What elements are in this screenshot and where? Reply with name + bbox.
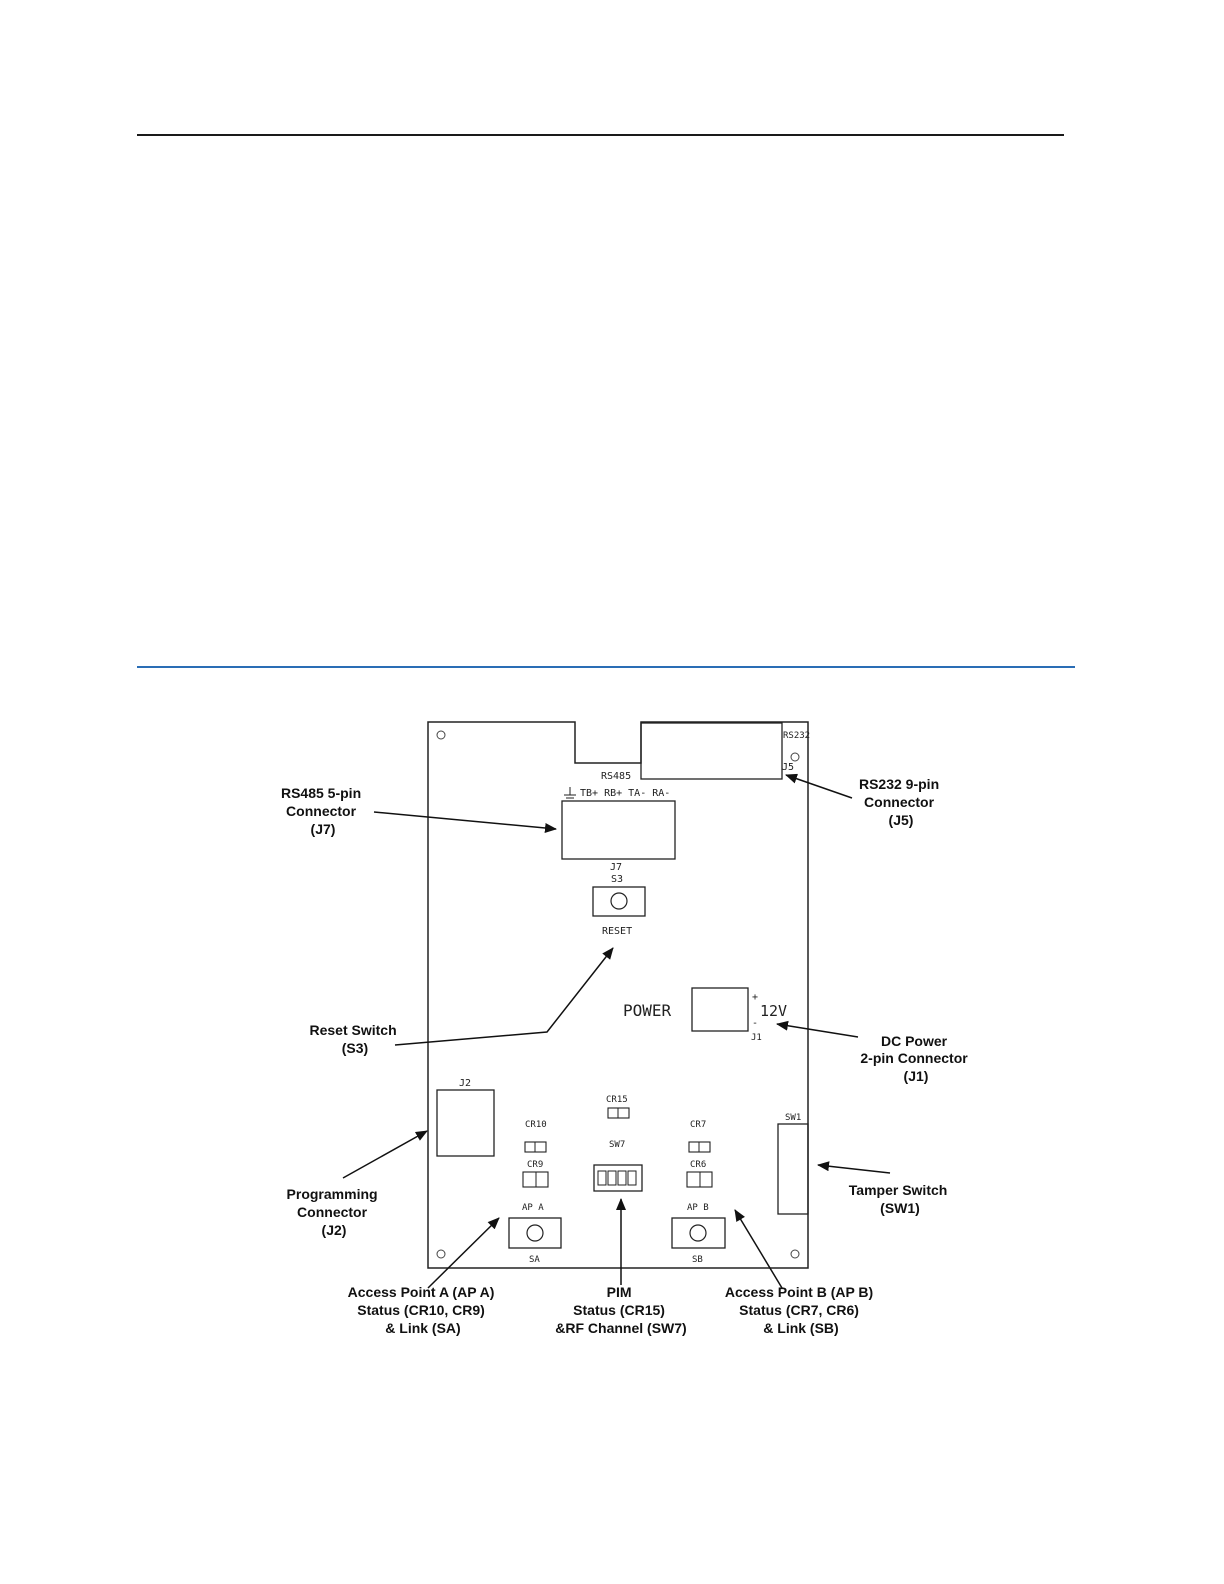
reset-callout: Reset Switch (S3) (309, 1022, 400, 1056)
voltage-silk-label: 12V (760, 1002, 787, 1020)
board-outline (427, 721, 809, 1269)
apb-silk-label: AP B (687, 1203, 709, 1213)
rs232-silk-label: RS232 (783, 731, 810, 741)
power-silk-label: POWER (623, 1001, 672, 1020)
cr9-silk-label: CR9 (527, 1160, 543, 1170)
programming-callout-arrow (342, 1130, 428, 1179)
reset-switch (592, 886, 646, 917)
mounting-hole (790, 752, 800, 762)
apa-callout-arrow (427, 1217, 500, 1289)
dip-switch-position (597, 1170, 607, 1186)
dcpower-callout: DC Power 2-pin Connector (J1) (860, 1033, 971, 1084)
j1-silk-label: J1 (751, 1033, 762, 1043)
tamper-callout-arrow (817, 1161, 891, 1174)
mounting-hole (436, 1249, 446, 1259)
link-switch-sa (508, 1217, 562, 1249)
link-switch-sa-button (526, 1224, 544, 1242)
section-rule (137, 666, 1075, 668)
cr7-silk-label: CR7 (690, 1120, 706, 1130)
reset-switch-button (610, 892, 628, 910)
programming-callout: Programming Connector (J2) (287, 1186, 382, 1238)
apb-callout: Access Point B (AP B) Status (CR7, CR6) … (725, 1284, 877, 1336)
j5-silk-label: J5 (782, 762, 794, 773)
programming-connector (436, 1089, 495, 1157)
dip-switch-position (627, 1170, 637, 1186)
cr15-silk-label: CR15 (606, 1095, 628, 1105)
ground-icon (564, 787, 576, 802)
tamper-switch (777, 1123, 809, 1215)
power-connector (691, 987, 749, 1032)
j2-silk-label: J2 (459, 1078, 471, 1089)
rs485-silk-label: RS485 (601, 771, 631, 782)
pim-callout: PIM Status (CR15) &RF Channel (SW7) (555, 1284, 686, 1336)
apb-callout-arrow (734, 1209, 783, 1289)
rs485-callout-arrow (373, 811, 557, 833)
apa-callout: Access Point A (AP A) Status (CR10, CR9)… (348, 1284, 499, 1336)
sw7-silk-label: SW7 (609, 1140, 625, 1150)
rs232-callout-arrow (785, 773, 853, 799)
power-plus-label: + (752, 992, 758, 1003)
tamper-callout: Tamper Switch (SW1) (849, 1182, 951, 1216)
link-switch-sb-button (689, 1224, 707, 1242)
power-minus-label: - (752, 1018, 758, 1029)
apa-silk-label: AP A (522, 1203, 544, 1213)
rs485-pin-labels: TB+ RB+ TA- RA- (580, 788, 670, 799)
sb-silk-label: SB (692, 1255, 703, 1265)
link-switch-sb (671, 1217, 726, 1249)
rs232-connector (640, 722, 783, 780)
mounting-hole (790, 1249, 800, 1259)
sa-silk-label: SA (529, 1255, 540, 1265)
s3-silk-label: S3 (611, 874, 623, 885)
rf-channel-dip-switch (593, 1164, 643, 1192)
top-rule (137, 134, 1064, 136)
reset-silk-label: RESET (602, 926, 632, 937)
rs485-connector (561, 800, 676, 860)
cr6-silk-label: CR6 (690, 1160, 706, 1170)
dip-switch-position (617, 1170, 627, 1186)
rs485-callout: RS485 5-pin Connector (J7) (281, 785, 365, 837)
j7-silk-label: J7 (610, 862, 622, 873)
sw1-silk-label: SW1 (785, 1113, 801, 1123)
rs232-callout: RS232 9-pin Connector (J5) (859, 776, 943, 828)
cr10-silk-label: CR10 (525, 1120, 547, 1130)
dcpower-callout-arrow (776, 1020, 859, 1038)
mounting-hole (436, 730, 446, 740)
dip-switch-position (607, 1170, 617, 1186)
reset-callout-arrow (394, 947, 614, 1046)
